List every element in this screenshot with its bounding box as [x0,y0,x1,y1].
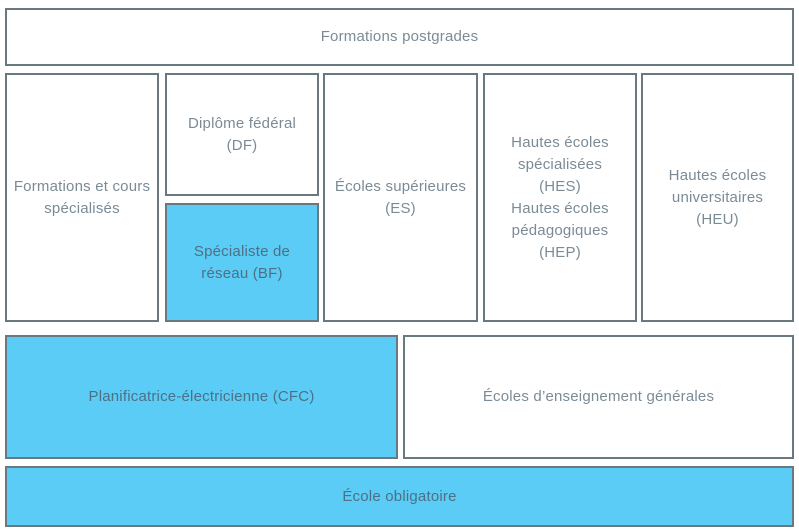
box-label: Formations postgrades [320,28,479,45]
box-hautes-ecoles-specialisees-pedagogiques: Hautes écoles spécialisées (HES) Hautes … [483,73,637,322]
box-formations-postgrades: Formations postgrades [5,8,794,66]
box-label: Formations et cours spécialisés [13,177,151,217]
box-label: Diplôme fédéral (DF) [187,114,297,154]
box-hautes-ecoles-universitaires: Hautes écoles universitaires (HEU) [641,73,794,322]
box-label: Hautes écoles universitaires (HEU) [668,166,767,228]
box-label: Écoles d’enseignement générales [482,388,715,405]
box-ecoles-enseignement-generales: Écoles d’enseignement générales [403,335,794,459]
box-label: Spécialiste de réseau (BF) [193,242,291,282]
box-label: Écoles supérieures (ES) [334,177,467,217]
box-formations-et-cours-specialises: Formations et cours spécialisés [5,73,159,322]
box-label: Hautes écoles spécialisées (HES) Hautes … [511,133,609,261]
box-label: Planificatrice-électricienne (CFC) [88,388,315,405]
box-specialiste-de-reseau: Spécialiste de réseau (BF) [165,203,319,322]
box-diplome-federal: Diplôme fédéral (DF) [165,73,319,196]
box-ecoles-superieures: Écoles supérieures (ES) [323,73,478,322]
box-planificatrice-electricienne: Planificatrice-électricienne (CFC) [5,335,398,459]
box-label: École obligatoire [342,487,457,505]
box-ecole-obligatoire: École obligatoire [5,466,794,527]
